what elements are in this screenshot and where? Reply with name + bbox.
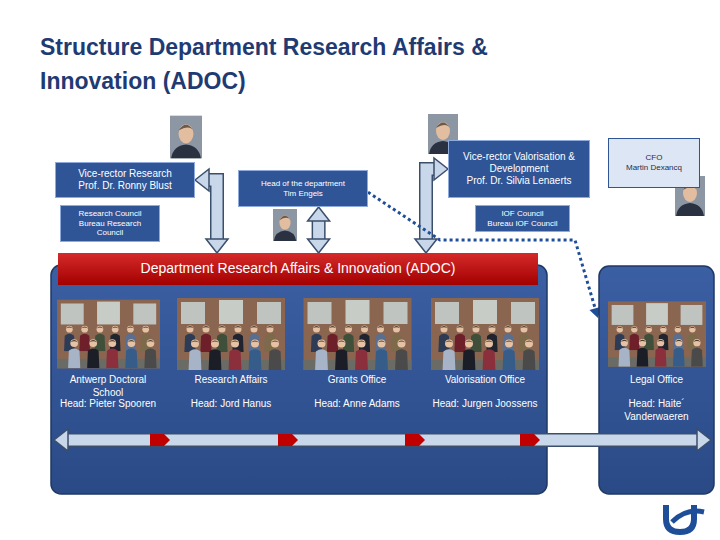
decor-rect bbox=[51, 265, 547, 494]
office-name: Antwerp Doctoral School bbox=[53, 374, 163, 399]
decor-polyline bbox=[66, 435, 548, 446]
arrow-head bbox=[308, 239, 330, 253]
double-arrow-connector bbox=[415, 158, 448, 253]
role-title: IOF Council bbox=[501, 209, 543, 219]
decor-polyline bbox=[598, 435, 698, 446]
person-name: Prof. Dr. Ronny Blust bbox=[78, 180, 171, 192]
person-name: Tim Engels bbox=[283, 189, 323, 199]
role-box: Vice-rector ResearchProf. Dr. Ronny Blus… bbox=[55, 162, 195, 198]
arrow-head bbox=[308, 207, 330, 221]
portrait-photo bbox=[273, 209, 297, 241]
band-heading: Department Research Affairs & Innovation… bbox=[58, 253, 538, 285]
arrow-head bbox=[195, 169, 209, 191]
flow-arrow-shaft bbox=[546, 435, 600, 446]
role-title: Research Council bbox=[78, 209, 141, 219]
office-name: Grants Office bbox=[302, 374, 412, 387]
office-name: Legal Office bbox=[602, 374, 711, 387]
person-name: Prof. Dr. Silvia Lenaerts bbox=[466, 175, 571, 187]
person-name: Bureau IOF Council bbox=[487, 219, 557, 229]
role-box: Vice-rector Valorisation & DevelopmentPr… bbox=[448, 140, 590, 198]
office-name: Valorisation Office bbox=[430, 374, 540, 387]
decor-rect bbox=[599, 266, 714, 494]
page-title: Structure Department Research Affairs & … bbox=[40, 30, 588, 98]
role-title: Head of the department bbox=[261, 179, 345, 189]
department-panel: Department Research Affairs & Innovation… bbox=[50, 253, 548, 495]
role-title: CFO bbox=[646, 153, 663, 163]
portrait-photo bbox=[170, 116, 202, 159]
council-box: IOF CouncilBureau IOF Council bbox=[475, 205, 570, 232]
flow-arrow-shaft bbox=[546, 433, 600, 447]
arrow-shaft bbox=[313, 219, 324, 241]
arrow-outline bbox=[312, 219, 326, 241]
decor-polygon bbox=[278, 434, 298, 446]
council-box: Research CouncilBureau Research Council bbox=[60, 205, 160, 242]
office-panel: Legal OfficeHead: Haite´ Vanderwaeren bbox=[598, 265, 715, 495]
decor-use bbox=[304, 298, 412, 370]
office-head: Head: Jurgen Joossens bbox=[430, 398, 540, 411]
role-box: Head of the departmentTim Engels bbox=[238, 170, 368, 207]
arrow-head bbox=[206, 239, 228, 253]
office-head: Head: Jord Hanus bbox=[176, 398, 286, 411]
decor-polygon bbox=[697, 429, 711, 451]
person-name: Bureau Research Council bbox=[66, 219, 154, 238]
office-name: Research Affairs bbox=[176, 374, 286, 387]
office-head: Head: Haite´ Vanderwaeren bbox=[602, 398, 711, 423]
decor-use bbox=[608, 301, 706, 366]
decor-polygon bbox=[405, 434, 425, 446]
office-head: Head: Anne Adams bbox=[302, 398, 412, 411]
person-name: Martin Dexancq bbox=[626, 163, 682, 173]
decor-polygon bbox=[520, 434, 540, 446]
arrow-head bbox=[415, 239, 437, 253]
university-logo bbox=[672, 511, 704, 522]
decor-use bbox=[431, 298, 539, 370]
decor-polyline bbox=[66, 433, 548, 447]
role-title: Vice-rector Research bbox=[78, 168, 172, 180]
decor-polygon bbox=[150, 434, 170, 446]
role-box: CFOMartin Dexancq bbox=[608, 138, 700, 188]
double-arrow-connector bbox=[195, 169, 228, 253]
decor-polyline bbox=[598, 433, 698, 447]
decor-use bbox=[57, 300, 160, 369]
decor-polygon bbox=[54, 429, 68, 451]
office-head: Head: Pieter Spooren bbox=[53, 398, 163, 411]
double-arrow-connector bbox=[308, 207, 330, 253]
decor-use bbox=[177, 298, 285, 370]
role-title: Vice-rector Valorisation & Development bbox=[454, 151, 584, 175]
arrow-head bbox=[434, 158, 448, 180]
